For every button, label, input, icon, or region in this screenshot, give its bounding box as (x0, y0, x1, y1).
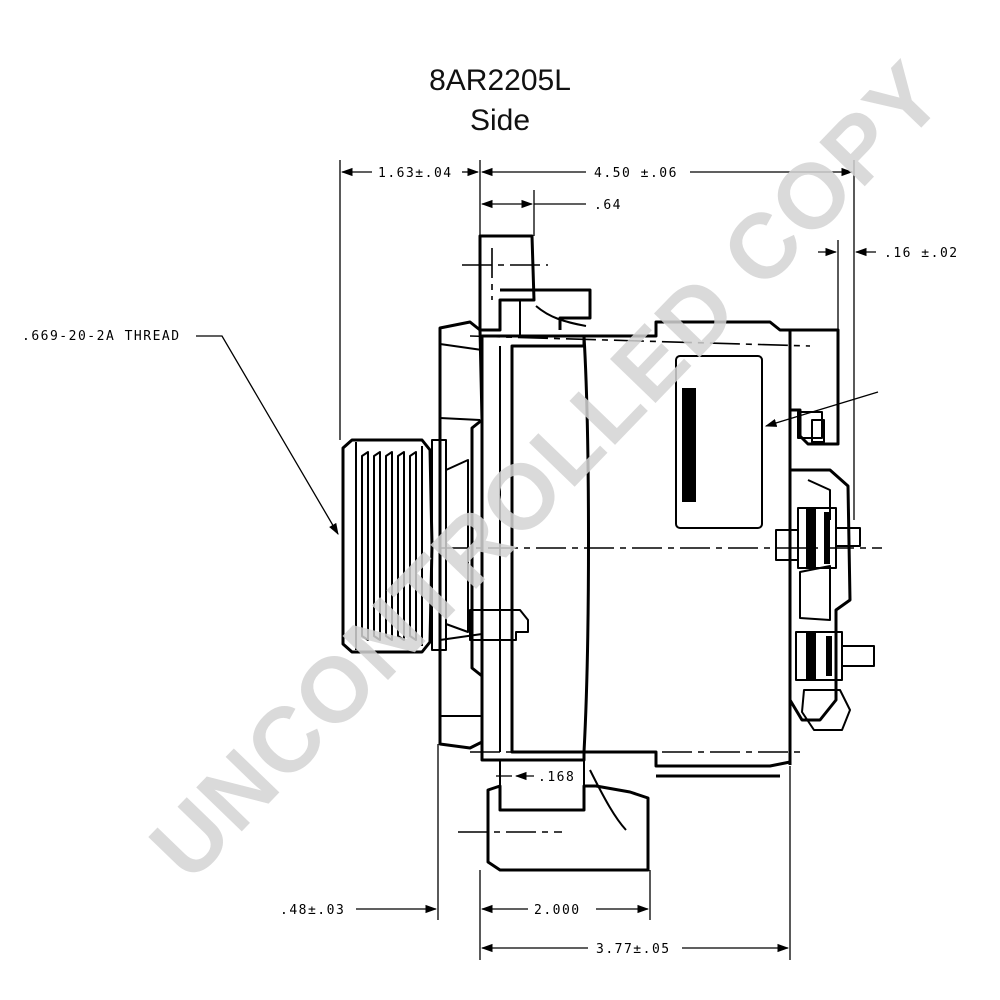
alternator-outline (341, 234, 882, 872)
dim-front-overall: 1.63±.04 (378, 166, 453, 181)
terminal-stud (775, 507, 861, 569)
dimension-lines (196, 160, 879, 960)
view-subtitle: Side (470, 104, 530, 137)
dim-body-length: 3.77±.05 (596, 942, 671, 957)
dim-ear-thickness: .168 (538, 770, 575, 785)
upper-mount-ear (478, 234, 592, 336)
lower-terminal (795, 631, 875, 731)
lower-mount-ear (469, 609, 650, 872)
dim-overall-length: 4.50 ±.06 (594, 166, 678, 181)
dim-pulley-offset: .48±.03 (280, 903, 345, 918)
part-number-title: 8AR2205L (429, 64, 571, 97)
dim-terminal-offset: .16 ±.02 (884, 246, 959, 261)
dim-thread-callout: .669-20-2A THREAD (22, 329, 181, 344)
dim-mount-width: 2.000 (534, 903, 581, 918)
fan (431, 320, 484, 750)
dim-flange-offset: .64 (594, 198, 622, 213)
name-plate (675, 355, 763, 529)
